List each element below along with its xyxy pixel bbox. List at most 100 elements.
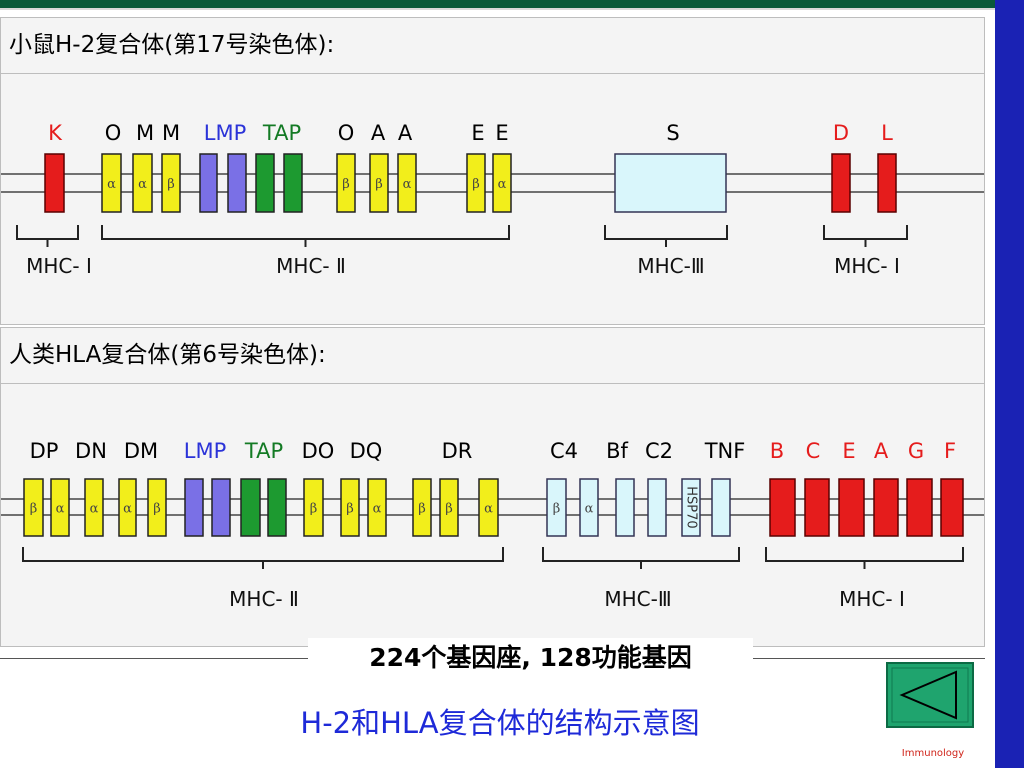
gene-symbol: α [138, 177, 147, 192]
gene-box [101, 153, 122, 213]
gene-box [439, 478, 459, 537]
back-button[interactable] [886, 662, 974, 728]
gene-label: L [881, 121, 893, 145]
gene-box [147, 478, 167, 537]
region-bracket [101, 225, 510, 240]
gene-box [579, 478, 599, 537]
gene-box [412, 478, 432, 537]
gene-symbol: HSP70 [684, 486, 699, 528]
gene-symbol: α [56, 502, 65, 517]
gene-box [681, 478, 701, 537]
region-bracket [542, 547, 740, 562]
gene-box [199, 153, 218, 213]
region-bracket [16, 225, 79, 240]
gene-box [132, 153, 153, 213]
gene-box [873, 478, 899, 537]
gene-box [240, 478, 261, 537]
region-label: MHC- Ⅰ [834, 254, 900, 278]
gene-label: DR [442, 439, 473, 463]
back-triangle-icon [886, 662, 974, 728]
region-label: MHC- Ⅰ [839, 587, 905, 611]
gene-box [184, 478, 204, 537]
region-bracket [765, 547, 964, 562]
gene-symbol: α [498, 177, 507, 192]
gene-box [877, 153, 897, 213]
hla-panel-title: 人类HLA复合体(第6号染色体): [9, 342, 326, 368]
gene-label: M [136, 121, 154, 145]
gene-label: A [371, 121, 386, 145]
gene-box [769, 478, 796, 537]
gene-box [831, 153, 851, 213]
region-label: MHC- Ⅱ [229, 587, 299, 611]
gene-label: E [495, 121, 508, 145]
gene-label: O [105, 121, 122, 145]
gene-symbol: β [167, 177, 175, 192]
gene-box [84, 478, 104, 537]
gene-symbol: α [107, 177, 116, 192]
gene-count-note: 224个基因座, 128功能基因 [308, 638, 753, 678]
panel-divider [1, 383, 984, 384]
gene-symbol: β [445, 502, 453, 517]
gene-box [44, 153, 65, 213]
gene-symbol: β [553, 502, 561, 517]
gene-label: Bf [606, 439, 628, 463]
gene-symbol: β [472, 177, 480, 192]
gene-label: DM [124, 439, 158, 463]
gene-label: C [806, 439, 821, 463]
gene-box [804, 478, 830, 537]
gene-label: E [842, 439, 855, 463]
region-label: MHC- Ⅱ [276, 254, 346, 278]
gene-label: A [398, 121, 413, 145]
gene-symbol: β [30, 502, 38, 517]
gene-symbol: β [310, 502, 318, 517]
gene-label: C4 [550, 439, 578, 463]
gene-symbol: β [153, 502, 161, 517]
gene-box [546, 478, 567, 537]
gene-box [478, 478, 499, 537]
gene-symbol: α [403, 177, 412, 192]
gene-symbol: α [484, 502, 493, 517]
gene-label: K [48, 121, 63, 145]
gene-box [303, 478, 324, 537]
region-label: MHC-Ⅲ [637, 254, 704, 278]
gene-label: TAP [244, 439, 283, 463]
gene-symbol: β [418, 502, 426, 517]
figure-caption: H-2和HLA复合体的结构示意图 [300, 706, 700, 740]
top-divider [0, 8, 995, 10]
immunology-logo: Immunology [901, 748, 965, 759]
gene-label: S [666, 121, 679, 145]
panel-divider [1, 73, 984, 74]
gene-label: LMP [184, 439, 226, 463]
gene-label: M [162, 121, 180, 145]
gene-box [283, 153, 303, 213]
gene-symbol: α [123, 502, 132, 517]
gene-label: LMP [204, 121, 246, 145]
gene-box [161, 153, 181, 213]
gene-symbol: β [375, 177, 383, 192]
gene-box [369, 153, 389, 213]
gene-label: DO [302, 439, 335, 463]
gene-box [367, 478, 387, 537]
region-bracket [604, 225, 728, 240]
h2-panel-title: 小鼠H-2复合体(第17号染色体): [9, 32, 335, 58]
gene-label: G [908, 439, 924, 463]
gene-label: F [944, 439, 956, 463]
gene-box [118, 478, 137, 537]
gene-box [647, 478, 667, 537]
gene-symbol: α [585, 502, 594, 517]
gene-symbol: α [373, 502, 382, 517]
gene-label: A [874, 439, 889, 463]
gene-box [492, 153, 512, 213]
gene-label: TNF [704, 439, 746, 463]
region-bracket [823, 225, 908, 240]
gene-label: DN [75, 439, 107, 463]
gene-label: E [471, 121, 484, 145]
gene-box [50, 478, 70, 537]
gene-label: DP [30, 439, 59, 463]
gene-box [340, 478, 360, 537]
gene-label: C2 [645, 439, 673, 463]
gene-label: TAP [262, 121, 301, 145]
